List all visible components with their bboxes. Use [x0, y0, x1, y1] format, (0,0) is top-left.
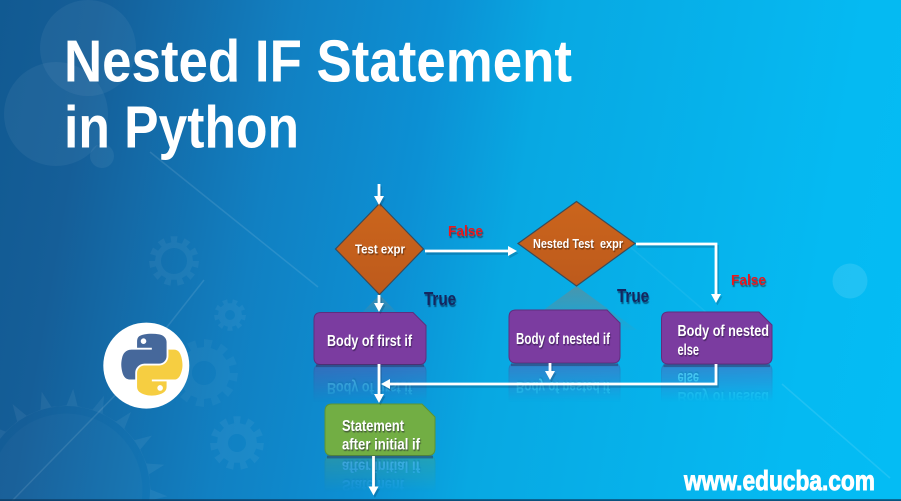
svg-text:Statement: Statement	[342, 418, 405, 435]
svg-text:Body of first if: Body of first if	[327, 333, 413, 350]
svg-text:else: else	[678, 342, 700, 359]
svg-text:in Python: in Python	[64, 95, 299, 161]
svg-text:Nested Test expr: Nested Test expr	[533, 236, 623, 251]
svg-text:Test expr: Test expr	[355, 242, 405, 257]
svg-text:False: False	[448, 223, 483, 240]
svg-text:after initial if: after initial if	[342, 436, 421, 453]
svg-text:True: True	[424, 289, 456, 309]
svg-text:True: True	[617, 286, 649, 306]
svg-text:www.educba.com: www.educba.com	[683, 465, 875, 496]
svg-text:Body of nested: Body of nested	[678, 323, 770, 340]
svg-text:Nested IF Statement: Nested IF Statement	[64, 29, 572, 95]
svg-text:Body of nested if: Body of nested if	[516, 331, 610, 348]
svg-text:False: False	[731, 272, 766, 289]
